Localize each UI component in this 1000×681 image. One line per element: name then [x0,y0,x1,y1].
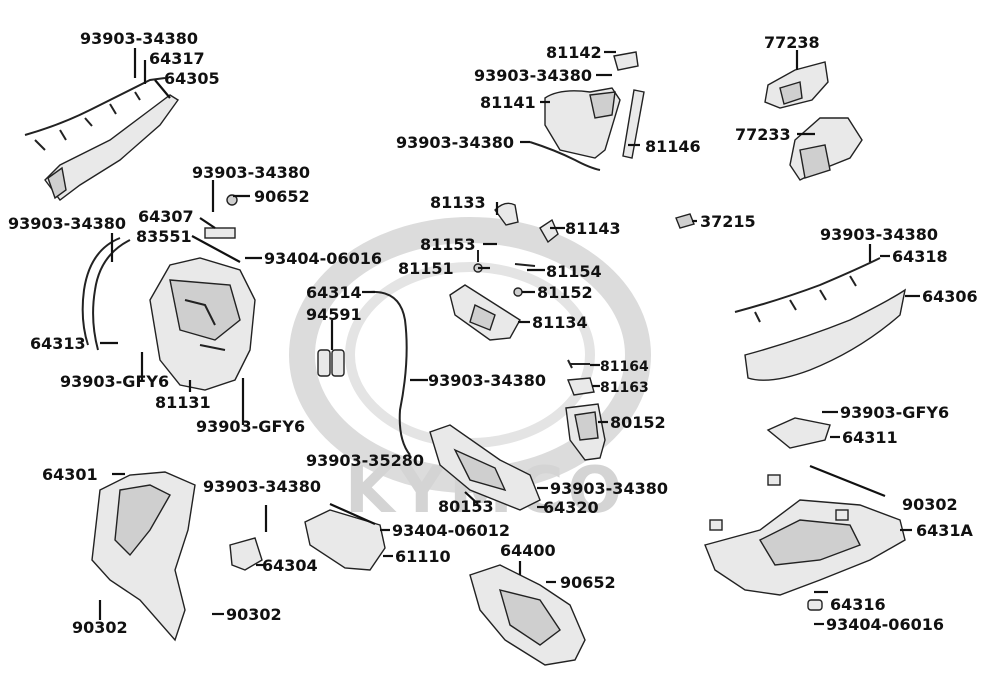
part-64301 [91,471,196,642]
label-81163: 81163 [600,380,649,396]
label-93903-gfy6-b: 93903-GFY6 [196,417,305,436]
label-6431a: 6431A [916,521,974,540]
part-81141 [544,87,621,159]
label-64314: 64314 [306,283,362,302]
label-93903-34380-h: 93903-34380 [203,477,321,496]
label-93903-35280: 93903-35280 [306,451,424,470]
label-93903-34380-b: 93903-34380 [192,163,310,182]
label-93404-06012: 93404-06012 [392,521,510,540]
part-77238 [764,61,829,109]
labels: 93903-34380 64317 64305 93903-34380 9065… [8,29,978,637]
leader-lines [98,48,920,626]
part-81163 [567,377,595,396]
label-81153: 81153 [420,235,476,254]
part-64305 [44,94,180,201]
label-93903-gfy6-a: 93903-GFY6 [60,372,169,391]
label-64301: 64301 [42,465,98,484]
label-93404-06016-b: 93404-06016 [826,615,944,634]
part-94591 [317,349,345,377]
label-64318: 64318 [892,247,948,266]
part-6431a [704,474,906,596]
label-90652-a: 90652 [254,187,310,206]
part-81131 [149,257,256,391]
part-81134 [449,284,521,341]
label-93903-34380-f: 93903-34380 [396,133,514,152]
part-81142 [613,51,639,71]
label-80152: 80152 [610,413,666,432]
label-81151: 81151 [398,259,454,278]
label-64305: 64305 [164,69,220,88]
label-81146: 81146 [645,137,701,156]
part-64311 [766,417,831,449]
label-93903-34380-a: 93903-34380 [80,29,198,48]
label-93903-34380-i: 93903-34380 [550,479,668,498]
label-81142: 81142 [546,43,602,62]
part-64304 [229,537,263,571]
label-77238: 77238 [764,33,820,52]
part-81146 [622,89,645,159]
label-37215: 37215 [700,212,756,231]
part-81164 [567,359,590,369]
label-93903-34380-d: 93903-34380 [428,371,546,390]
part-37215 [675,213,695,229]
part-61110 [304,509,386,571]
part-64316 [807,599,823,611]
label-81133: 81133 [430,193,486,212]
label-64320: 64320 [543,498,599,517]
label-93404-06016-a: 93404-06016 [264,249,382,268]
label-81134: 81134 [532,313,588,332]
label-64317: 64317 [149,49,205,68]
label-81131: 81131 [155,393,211,412]
label-64307: 64307 [138,207,194,226]
part-64320 [429,424,541,511]
part-64317-wire [24,77,166,151]
label-64306: 64306 [922,287,978,306]
part-93903-34380-f-wire [529,141,601,171]
part-64314 [369,290,411,456]
label-83551: 83551 [136,227,192,246]
part-64318-wire [734,257,881,323]
label-77233: 77233 [735,125,791,144]
label-64316: 64316 [830,595,886,614]
label-90652-b: 90652 [560,573,616,592]
label-64311: 64311 [842,428,898,447]
label-64400: 64400 [500,541,556,560]
part-80152 [565,403,606,461]
label-93903-34380-g: 93903-34380 [820,225,938,244]
label-94591: 94591 [306,305,362,324]
label-90302-b: 90302 [72,618,128,637]
part-81143 [539,218,559,244]
label-90302-a: 90302 [902,495,958,514]
label-90302-c: 90302 [226,605,282,624]
part-64306 [744,288,907,381]
label-81164: 81164 [600,359,649,375]
label-93903-34380-e: 93903-34380 [474,66,592,85]
label-64304: 64304 [262,556,318,575]
part-64307 [204,194,238,239]
label-81154: 81154 [546,262,602,281]
label-80153: 80153 [438,497,494,516]
label-81143: 81143 [565,219,621,238]
label-64313: 64313 [30,334,86,353]
label-93903-gfy6-c: 93903-GFY6 [840,403,949,422]
part-64313 [81,237,131,351]
label-81141: 81141 [480,93,536,112]
label-61110: 61110 [395,547,451,566]
label-81152: 81152 [537,283,593,302]
label-93903-34380-c: 93903-34380 [8,214,126,233]
part-77233 [789,117,863,181]
